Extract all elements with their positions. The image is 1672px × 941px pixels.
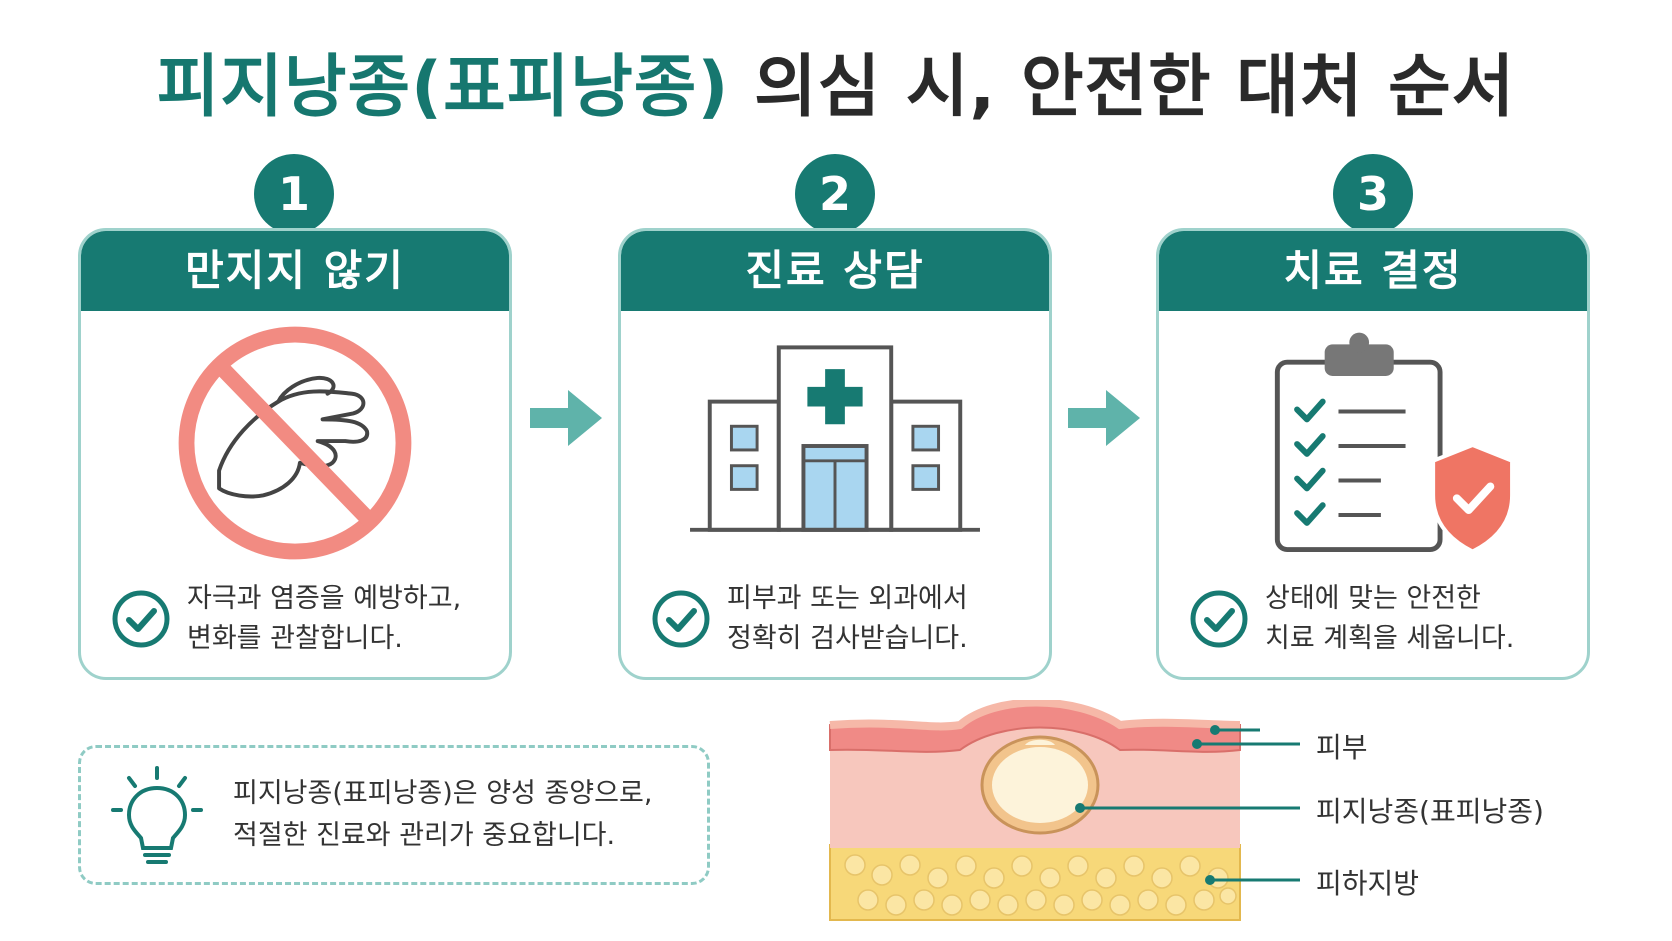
title-rest: 의심 시, 안전한 대처 순서 <box>729 48 1516 127</box>
step-card-3: 치료 결정 상태에 맞는 안전한 치료 계획을 세웁니다. <box>1156 228 1590 680</box>
tip-line2: 적절한 진료와 관리가 중요합니다. <box>233 820 616 851</box>
title-highlight: 피지낭종(표피낭종) <box>156 48 730 127</box>
page-title: 피지낭종(표피낭종) 의심 시, 안전한 대처 순서 <box>0 38 1672 138</box>
arrow-right-icon <box>530 390 602 446</box>
label-skin: 피부 <box>1316 731 1368 764</box>
step-2-description: 피부과 또는 외과에서 정확히 검사받습니다. <box>651 579 1029 659</box>
lightbulb-icon <box>111 766 203 864</box>
no-touch-hand-icon <box>178 326 412 560</box>
step-card-1: 만지지 않기 자극과 염증을 예방하고, 변화를 관찰합니다. <box>78 228 512 680</box>
info-tip-box: 피지낭종(표피낭종)은 양성 종양으로, 적절한 진료와 관리가 중요합니다. <box>78 745 710 885</box>
arrow-right-icon <box>1068 390 1140 446</box>
label-cyst: 피지낭종(표피낭종) <box>1316 795 1544 828</box>
step-2-heading: 진료 상담 <box>621 231 1049 311</box>
tip-line1: 피지낭종(표피낭종)은 양성 종양으로, <box>233 778 653 809</box>
step-2-text-line1: 피부과 또는 외과에서 <box>727 583 968 614</box>
step-1-heading: 만지지 않기 <box>81 231 509 311</box>
label-fat: 피하지방 <box>1316 867 1420 900</box>
check-circle-icon <box>1190 590 1248 648</box>
step-2-text-line2: 정확히 검사받습니다. <box>727 623 968 654</box>
step-3-text-line2: 치료 계획을 세웁니다. <box>1265 623 1515 654</box>
step-3-text-line1: 상태에 맞는 안전한 <box>1265 583 1481 614</box>
hospital-icon <box>690 345 980 532</box>
step-1-number: 1 <box>254 154 334 234</box>
skin-cross-section-diagram <box>829 700 1260 921</box>
check-circle-icon <box>652 590 710 648</box>
step-card-2: 진료 상담 피부과 또는 외과에서 정확히 검사받습니다. <box>618 228 1052 680</box>
step-1-description: 자극과 염증을 예방하고, 변화를 관찰합니다. <box>111 579 489 659</box>
step-3-number: 3 <box>1333 154 1413 234</box>
shield-check-icon <box>1431 442 1515 554</box>
clipboard-checklist-icon <box>1274 332 1515 554</box>
check-circle-icon <box>112 590 170 648</box>
step-3-description: 상태에 맞는 안전한 치료 계획을 세웁니다. <box>1189 579 1567 659</box>
step-1-text-line1: 자극과 염증을 예방하고, <box>187 583 462 614</box>
step-2-number: 2 <box>795 154 875 234</box>
step-3-heading: 치료 결정 <box>1159 231 1587 311</box>
step-1-text-line2: 변화를 관찰합니다. <box>187 623 403 654</box>
